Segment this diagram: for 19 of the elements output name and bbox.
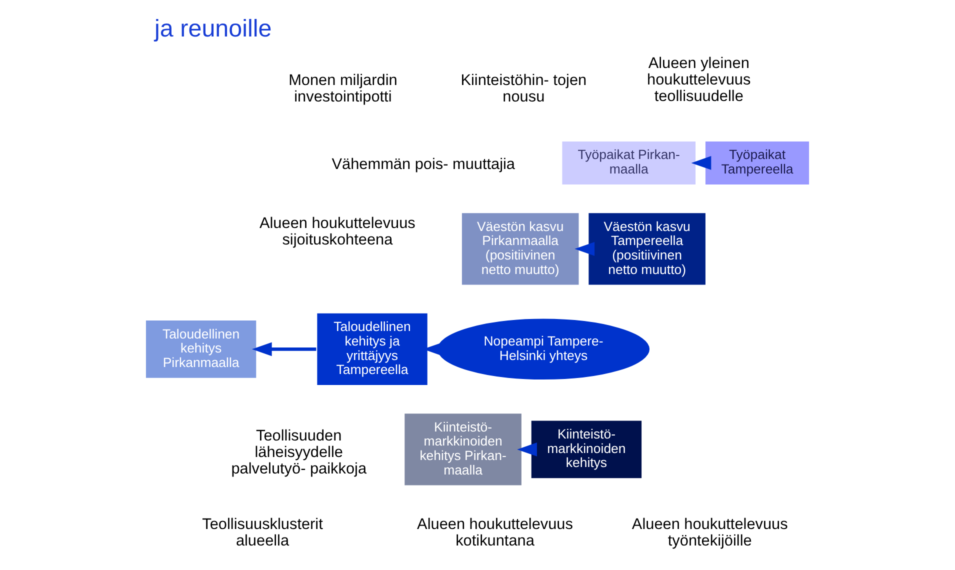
- arrow: [574, 242, 595, 256]
- node-box: Taloudellinen kehitys Pirkanmaalla: [144, 319, 258, 379]
- node-box: Kiinteistö- markkinoiden kehitys Pirkan- maalla: [404, 412, 523, 486]
- arrow: [517, 442, 537, 456]
- diagram-title: ja reunoille: [154, 15, 272, 42]
- label: Alueen houkuttelevuus työntekijöille: [632, 516, 788, 550]
- node-box: Työpaikat Pirkan- maalla: [561, 140, 697, 186]
- arrow: [252, 342, 316, 356]
- label: Monen miljardin investointipotti: [288, 72, 398, 106]
- label: Vähemmän pois- muuttajia: [332, 156, 516, 174]
- label: Alueen houkuttelevuus sijoituskohteena: [259, 215, 416, 249]
- label: Alueen houkuttelevuus kotikuntana: [417, 516, 573, 550]
- label: Alueen yleinen houkuttelevuus teollisuudelle: [647, 54, 751, 105]
- node-box: Väestön kasvu Pirkanmaalla (positiivinen netto muutto): [460, 212, 580, 286]
- arrow: [691, 156, 712, 170]
- label: Teollisuusklusterit alueella: [202, 516, 323, 550]
- node-box: Taloudellinen kehitys ja yrittäjyys Tampereella: [316, 312, 428, 386]
- label: Kiinteistöhin- tojen nousu: [460, 72, 587, 106]
- label: Teollisuuden läheisyydelle palvelutyö- paikkoja: [231, 427, 367, 478]
